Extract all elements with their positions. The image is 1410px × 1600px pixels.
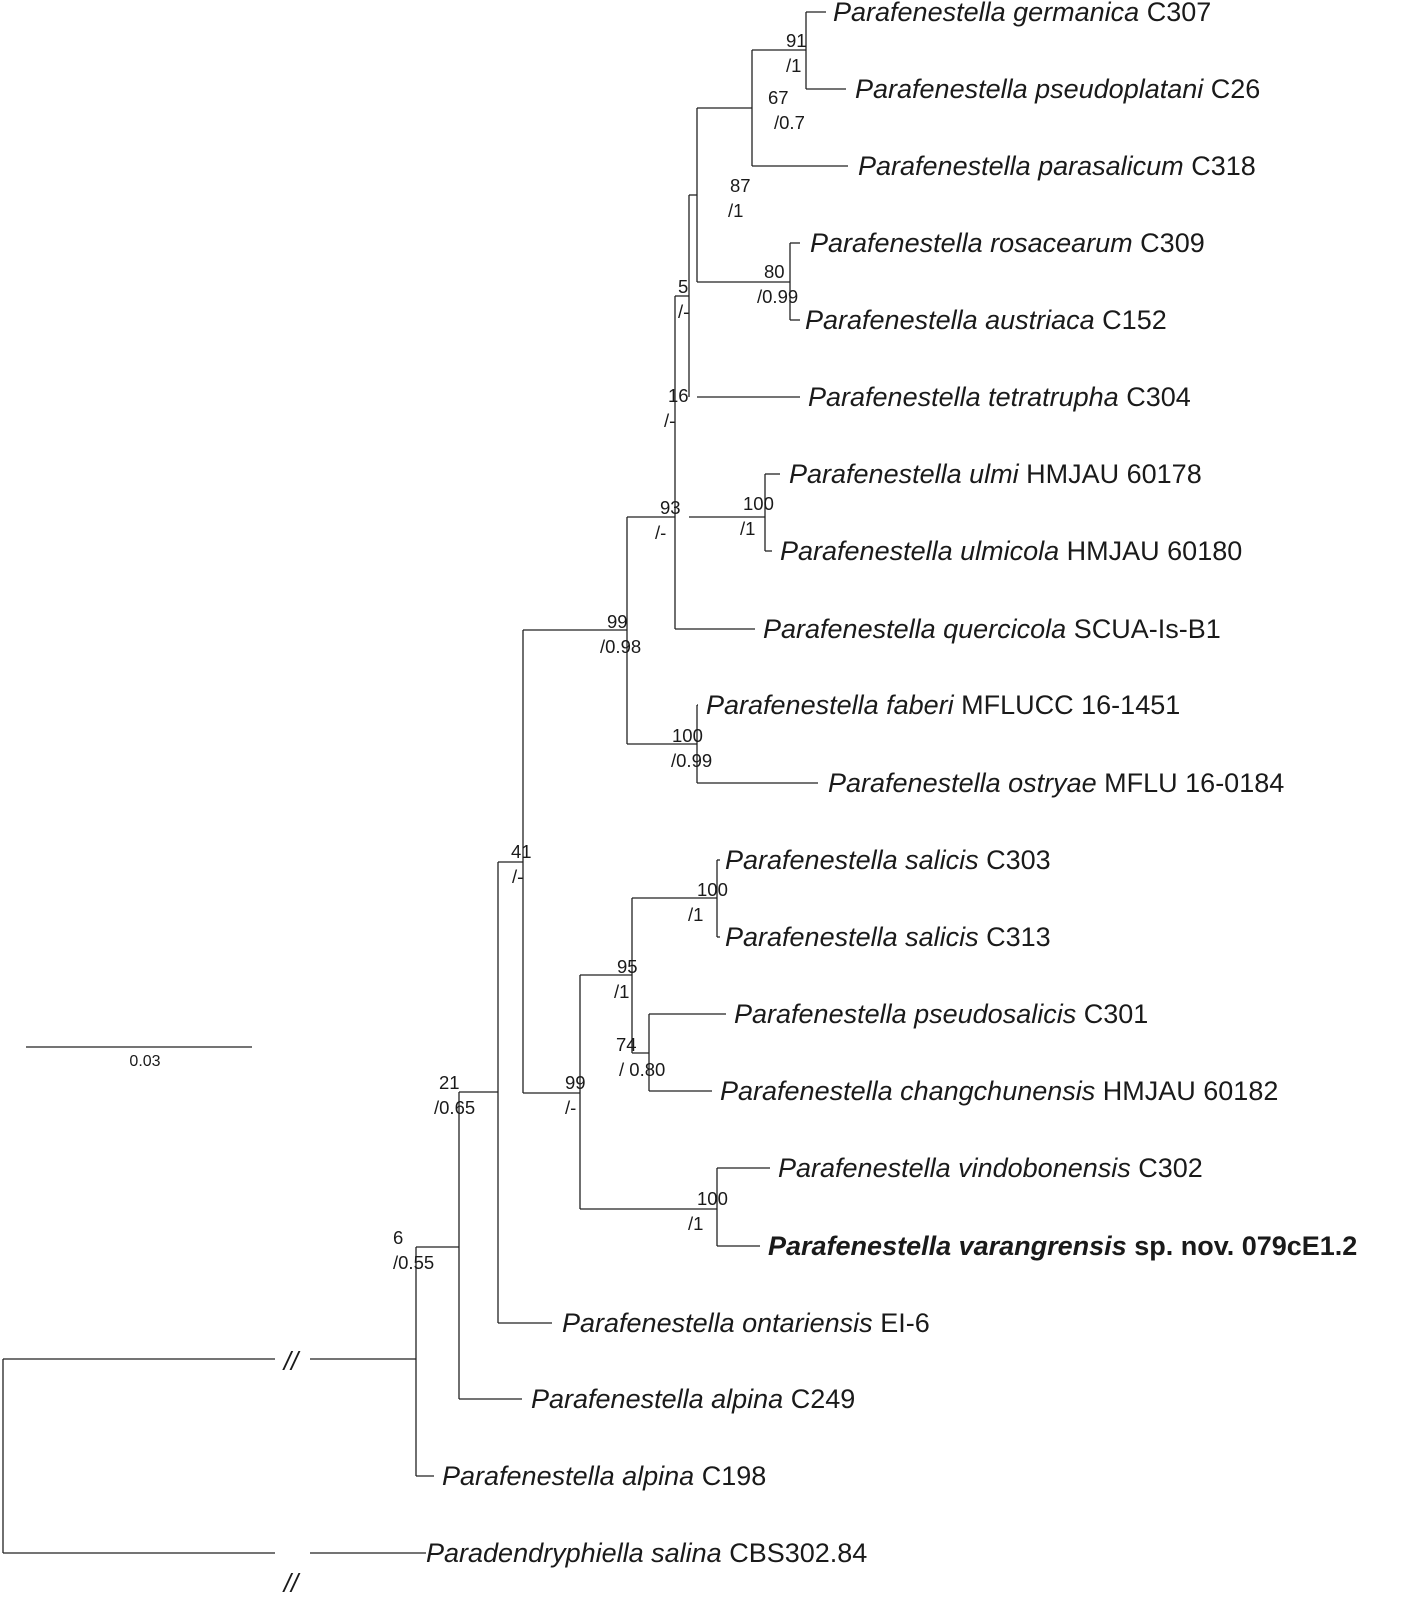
posterior-n74: / 0.80 [619, 1059, 665, 1080]
posterior-n99b: /- [565, 1097, 576, 1118]
posterior-n100s: /1 [688, 904, 703, 925]
bootstrap-n100v: 100 [697, 1188, 728, 1209]
bootstrap-n74: 74 [616, 1034, 637, 1055]
posterior-n80: /0.99 [757, 286, 798, 307]
bootstrap-n6: 6 [393, 1227, 403, 1248]
taxon-labels: Parafenestella germanica C307Parafeneste… [426, 0, 1357, 1568]
taxon-label-pseudoplatani: Parafenestella pseudoplatani C26 [855, 74, 1260, 104]
taxon-label-salicis1: Parafenestella salicis C303 [725, 845, 1051, 875]
taxon-label-tetratrupha: Parafenestella tetratrupha C304 [808, 382, 1191, 412]
bootstrap-n99b: 99 [565, 1072, 586, 1093]
support-values: 91/1 67/0.7 87/1 80/0.99 5 /- 16 /- 100/1 93 /- 99 /… [393, 30, 807, 1273]
bootstrap-n87: 87 [730, 175, 751, 196]
tree-branches [2, 11, 848, 1554]
bootstrap-n93: 93 [660, 497, 681, 518]
posterior-n91: /1 [786, 55, 801, 76]
taxon-label-germanica: Parafenestella germanica C307 [833, 0, 1211, 27]
posterior-n95: /1 [614, 981, 629, 1002]
bootstrap-n99a: 99 [607, 611, 628, 632]
bootstrap-n100f: 100 [672, 725, 703, 746]
posterior-n93: /- [655, 522, 666, 543]
taxon-label-salicis2: Parafenestella salicis C313 [725, 922, 1051, 952]
taxon-label-faberi: Parafenestella faberi MFLUCC 16-1451 [706, 690, 1180, 720]
posterior-n100u: /1 [740, 518, 755, 539]
posterior-n5: /- [678, 301, 689, 322]
posterior-n6: /0.55 [393, 1252, 434, 1273]
taxon-label-salina: Paradendryphiella salina CBS302.84 [426, 1538, 867, 1568]
taxon-label-ulmicola: Parafenestella ulmicola HMJAU 60180 [780, 536, 1242, 566]
taxon-label-pseudosalicis: Parafenestella pseudosalicis C301 [734, 999, 1148, 1029]
bootstrap-n41: 41 [511, 841, 532, 862]
branch-breaks: // // [282, 1346, 301, 1598]
scale-bar-label: 0.03 [129, 1053, 160, 1070]
taxon-label-alpina2: Parafenestella alpina C198 [442, 1461, 766, 1491]
taxon-label-quercicola: Parafenestella quercicola SCUA-Is-B1 [763, 614, 1221, 644]
taxon-label-vindobonensis: Parafenestella vindobonensis C302 [778, 1153, 1203, 1183]
bootstrap-n67: 67 [768, 87, 789, 108]
posterior-n41: /- [512, 866, 523, 887]
taxon-label-rosacearum: Parafenestella rosacearum C309 [810, 228, 1205, 258]
bootstrap-n100u: 100 [743, 493, 774, 514]
taxon-label-alpina1: Parafenestella alpina C249 [531, 1384, 855, 1414]
taxon-label-austriaca: Parafenestella austriaca C152 [805, 305, 1167, 335]
bootstrap-n5: 5 [678, 276, 688, 297]
posterior-n16: /- [664, 410, 675, 431]
posterior-n67: /0.7 [774, 112, 805, 133]
taxon-label-changchunensis: Parafenestella changchunensis HMJAU 6018… [720, 1076, 1278, 1106]
posterior-n100f: /0.99 [671, 750, 712, 771]
bootstrap-n91: 91 [786, 30, 807, 51]
bootstrap-n16: 16 [668, 385, 689, 406]
branch-break-ingroup: // [282, 1346, 301, 1376]
posterior-n100v: /1 [688, 1213, 703, 1234]
posterior-n99a: /0.98 [600, 636, 641, 657]
taxon-label-parasalicum: Parafenestella parasalicum C318 [858, 151, 1256, 181]
bootstrap-n95: 95 [617, 956, 638, 977]
taxon-label-ontariensis: Parafenestella ontariensis EI-6 [562, 1308, 930, 1338]
posterior-n87: /1 [728, 200, 743, 221]
bootstrap-n100s: 100 [697, 879, 728, 900]
taxon-label-ulmi: Parafenestella ulmi HMJAU 60178 [789, 459, 1202, 489]
posterior-n21: /0.65 [434, 1097, 475, 1118]
taxon-label-ostryae: Parafenestella ostryae MFLU 16-0184 [828, 768, 1284, 798]
taxon-label-varangrensis: Parafenestella varangrensis sp. nov. 079… [768, 1231, 1357, 1261]
scale-bar: 0.03 [26, 1046, 252, 1070]
bootstrap-n80: 80 [764, 261, 785, 282]
branch-break-outgroup: // [282, 1568, 301, 1598]
bootstrap-n21: 21 [439, 1072, 460, 1093]
